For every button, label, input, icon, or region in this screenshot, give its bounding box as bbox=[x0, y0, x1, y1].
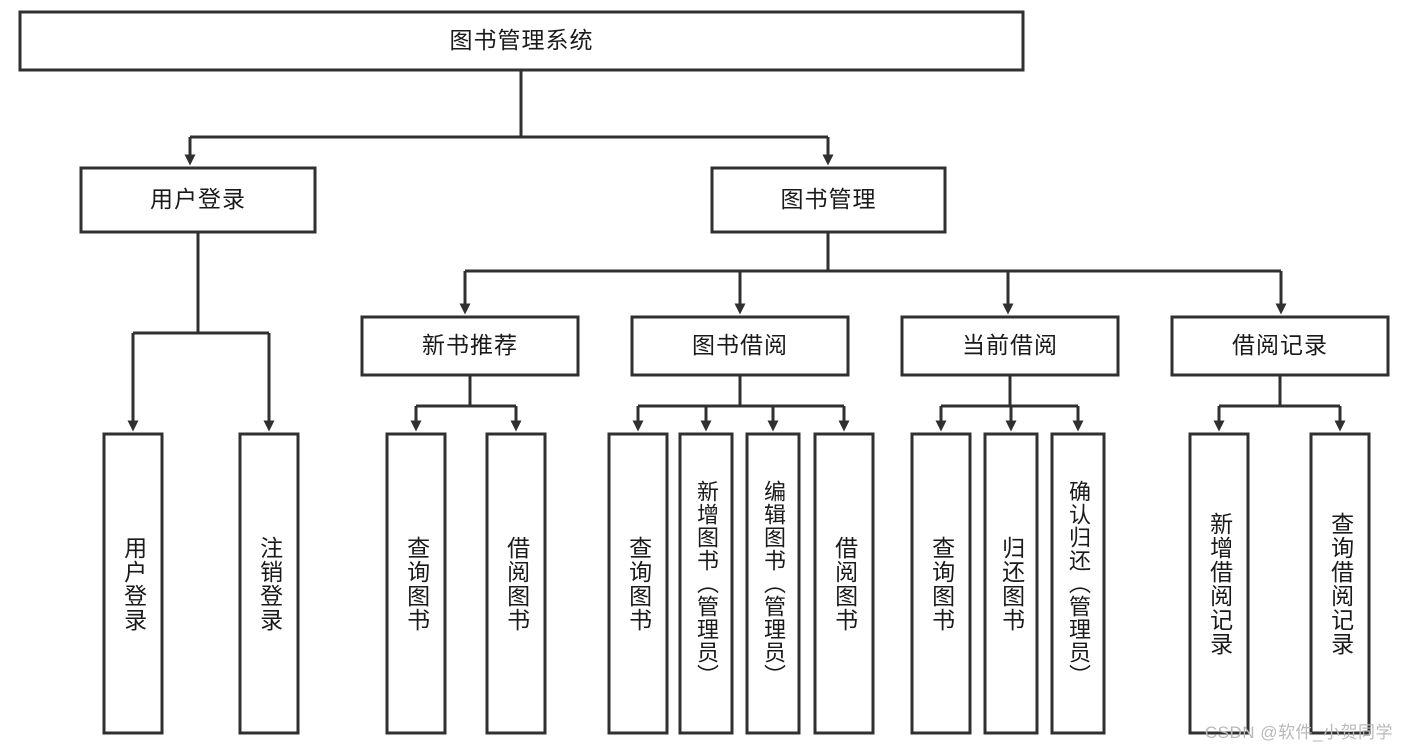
node-leaf-query-book-2 bbox=[607, 432, 669, 735]
node-leaf-add-book-admin bbox=[678, 432, 734, 735]
node-leaf-query-book-1 bbox=[385, 432, 447, 735]
node-borrow-record bbox=[1170, 315, 1390, 377]
node-leaf-query-record bbox=[1309, 432, 1371, 735]
node-leaf-logout bbox=[238, 432, 300, 735]
node-book-borrow bbox=[630, 315, 850, 377]
node-leaf-edit-book-admin bbox=[745, 432, 801, 735]
node-user-login bbox=[79, 166, 317, 234]
node-new-book-rec bbox=[360, 315, 580, 377]
node-leaf-add-record bbox=[1188, 432, 1250, 735]
node-leaf-query-book-3 bbox=[910, 432, 972, 735]
node-book-manage bbox=[710, 166, 947, 234]
node-current-borrow bbox=[900, 315, 1120, 377]
node-leaf-return-book bbox=[983, 432, 1039, 735]
node-leaf-confirm-return-admin bbox=[1050, 432, 1106, 735]
node-leaf-borrow-book-1 bbox=[485, 432, 547, 735]
node-leaf-borrow-book-2 bbox=[813, 432, 875, 735]
node-leaf-user-login bbox=[102, 432, 164, 735]
node-root bbox=[18, 10, 1025, 72]
